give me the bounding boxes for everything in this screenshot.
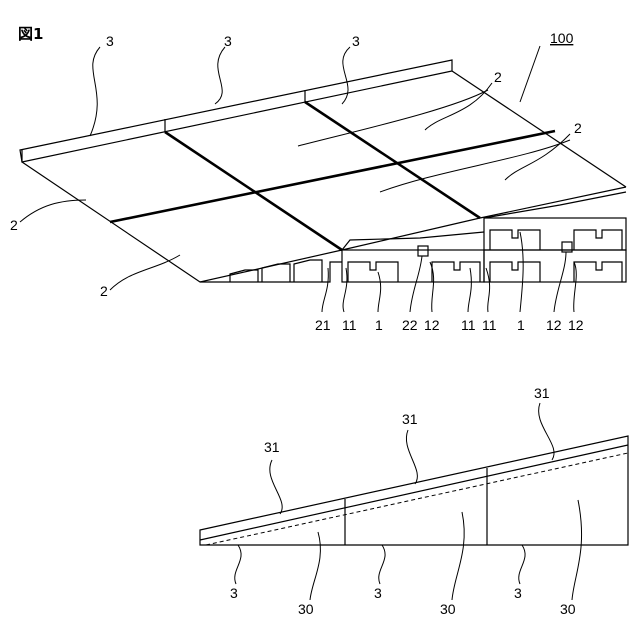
module-2-cells-b — [574, 262, 622, 282]
module-front-2 — [484, 250, 626, 282]
mid-deck-top — [342, 232, 484, 250]
leader-2a — [425, 83, 492, 130]
leader-2f — [110, 255, 180, 290]
front-face-left — [200, 262, 342, 282]
label-3-bottom-c: 3 — [514, 585, 522, 601]
label-21: 21 — [315, 317, 331, 333]
label-30-c: 30 — [560, 601, 576, 617]
leader-100 — [520, 46, 540, 102]
panel-seam-cross-2 — [305, 102, 480, 218]
label-11-b: 11 — [461, 317, 476, 333]
module-2-upper-cells-b — [574, 230, 622, 250]
leader-21 — [322, 268, 328, 312]
channel-c — [294, 260, 322, 282]
leader-1a — [378, 272, 381, 312]
rear-flange-strip — [20, 60, 452, 162]
label-31-b: 31 — [402, 411, 418, 427]
floor-panel-assembly — [20, 60, 626, 282]
label-22: 22 — [402, 317, 418, 333]
leader-3b — [215, 47, 225, 104]
module-2-cells-a — [490, 262, 540, 282]
label-3-b: 3 — [224, 33, 232, 49]
label-2-d: 2 — [100, 283, 108, 299]
label-2-b: 2 — [574, 120, 582, 136]
connector-22 — [418, 246, 428, 256]
label-100: 100 — [550, 30, 574, 46]
leader-1b — [520, 232, 523, 312]
label-11-a: 11 — [342, 317, 357, 333]
label-3-bottom-b: 3 — [374, 585, 382, 601]
module-front-1 — [342, 250, 484, 282]
label-3-a: 3 — [106, 33, 114, 49]
label-30-b: 30 — [440, 601, 456, 617]
leader-31b — [406, 430, 417, 484]
module-1-cells-a — [348, 262, 398, 282]
leader-31a — [270, 460, 282, 514]
panel-seam-cross-1 — [165, 132, 342, 250]
channel-b — [262, 264, 290, 282]
label-12-c: 12 — [568, 317, 584, 333]
label-12-a: 12 — [424, 317, 440, 333]
label-31-a: 31 — [264, 439, 280, 455]
label-31-c: 31 — [534, 385, 550, 401]
leader-3c — [342, 47, 350, 104]
leader-22 — [410, 256, 422, 312]
module-back-2 — [484, 218, 626, 250]
label-3-bottom-a: 3 — [230, 585, 238, 601]
label-11-c: 11 — [482, 317, 497, 333]
leader-2b — [298, 90, 488, 146]
deck-right-edge — [452, 71, 626, 187]
leader-31c — [539, 403, 554, 460]
label-30-a: 30 — [298, 601, 314, 617]
leader-11c — [486, 268, 490, 312]
leader-2e — [20, 200, 86, 222]
label-1-b: 1 — [517, 317, 525, 333]
label-1-a: 1 — [375, 317, 383, 333]
leader-3a — [90, 47, 100, 136]
leader-11a — [343, 268, 347, 312]
label-2-a: 2 — [494, 69, 502, 85]
figure-label: 図1 — [18, 25, 43, 43]
leader-3-bottom-c — [519, 545, 525, 584]
upper-deck-rear — [484, 192, 626, 218]
top-leader-lines — [20, 46, 576, 312]
label-12-b: 12 — [546, 317, 562, 333]
top-labels: 3 3 3 100 2 2 2 2 21 11 1 22 12 11 11 1 … — [10, 30, 584, 333]
module-1-cells-b — [432, 262, 480, 282]
leader-3-bottom-a — [235, 545, 241, 584]
label-2-c: 2 — [10, 217, 18, 233]
leader-3-bottom-b — [379, 545, 385, 584]
panel-seam-long — [110, 131, 555, 222]
leader-11b — [468, 268, 471, 312]
label-3-c: 3 — [352, 33, 360, 49]
module-2-upper-cells-a — [490, 230, 540, 250]
